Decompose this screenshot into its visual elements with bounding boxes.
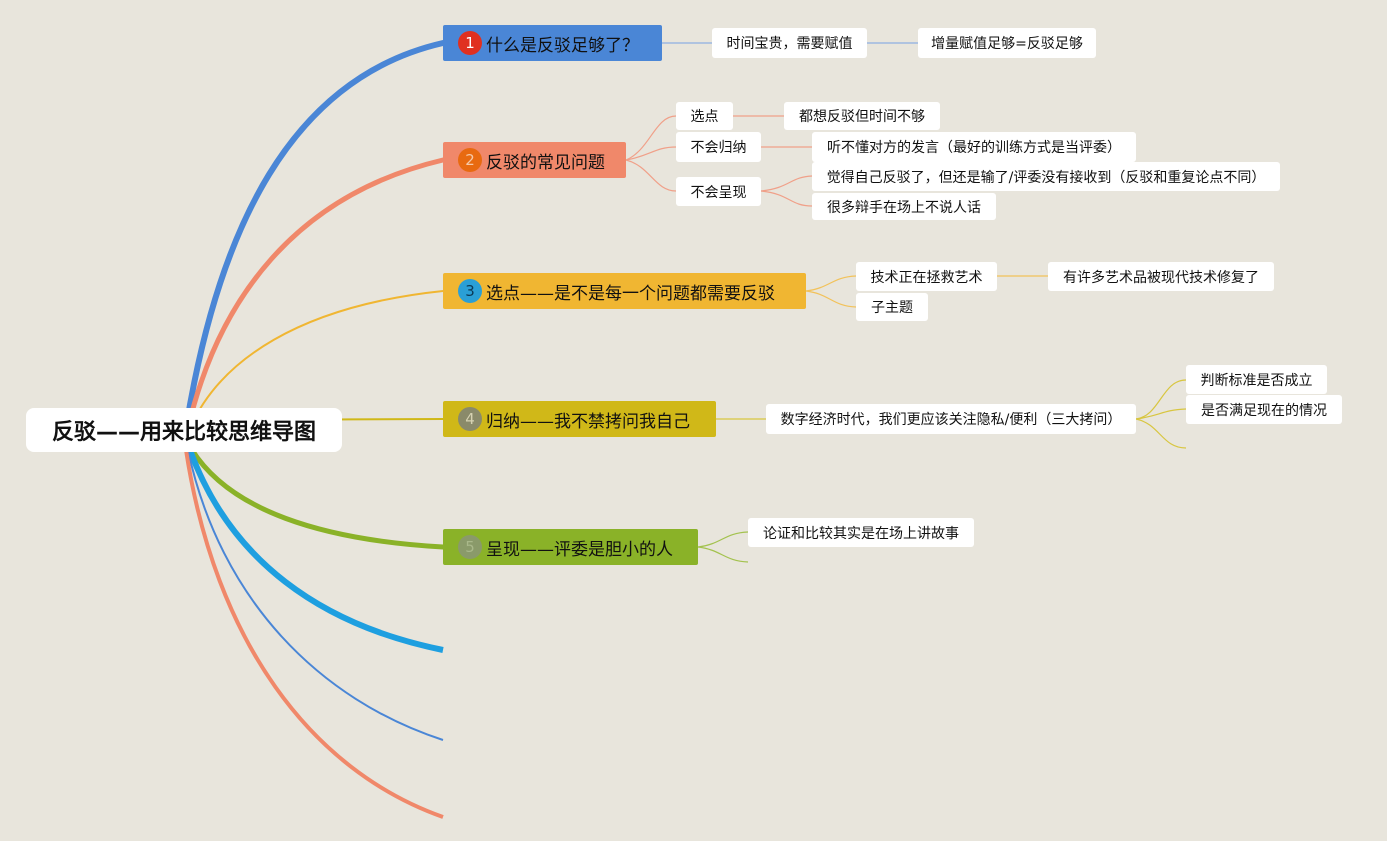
link-4-b	[1135, 379, 1187, 420]
topic-4-child-1-2[interactable]: 是否满足现在的情况	[1186, 395, 1342, 424]
topic-2[interactable]: 2 反驳的常见问题	[443, 142, 626, 178]
link-3-b	[805, 290, 857, 308]
topic-4-child-1[interactable]: 数字经济时代，我们更应该关注隐私/便利（三大拷问）	[766, 404, 1136, 434]
topic-3-child-2[interactable]: 子主题	[856, 293, 928, 321]
topic-3-label: 选点——是不是每一个问题都需要反驳	[486, 283, 775, 304]
link-2-a	[625, 115, 677, 161]
topic-2-label: 反驳的常见问题	[486, 152, 605, 173]
link-4-d	[1135, 418, 1187, 449]
branch-topic-1	[183, 40, 446, 431]
link-2-b	[625, 146, 677, 161]
link-2-f	[760, 175, 813, 192]
topic-1-child-1-1[interactable]: 增量赋值足够=反驳足够	[918, 28, 1096, 58]
branch-topic-3	[189, 290, 444, 429]
branch-extra-salmon	[184, 449, 444, 819]
link-5-b	[697, 546, 749, 563]
number-badge-icon: 1	[458, 31, 482, 55]
topic-5-label: 呈现——评委是胆小的人	[486, 539, 673, 560]
topic-2-child-2[interactable]: 不会归纳	[676, 132, 761, 162]
link-2-g	[760, 190, 813, 207]
topic-1-label: 什么是反驳足够了？	[486, 35, 639, 56]
topic-2-child-1-1[interactable]: 都想反驳但时间不够	[784, 102, 940, 130]
branch-extra-thin-blue	[187, 449, 444, 741]
topic-2-child-3-1[interactable]: 觉得自己反驳了，但还是输了/评委没有接收到（反驳和重复论点不同）	[812, 162, 1280, 191]
link-5-a	[697, 531, 749, 548]
topic-1[interactable]: 1 什么是反驳足够了？	[443, 25, 662, 61]
root-topic[interactable]: 反驳——用来比较思维导图	[26, 408, 342, 452]
branch-extra-blue	[187, 448, 444, 653]
topic-3-child-1[interactable]: 技术正在拯救艺术	[856, 262, 997, 291]
number-badge-icon: 5	[458, 535, 482, 559]
topic-5[interactable]: 5 呈现——评委是胆小的人	[443, 529, 698, 565]
link-2-c	[625, 159, 677, 192]
topic-2-child-3[interactable]: 不会呈现	[676, 177, 761, 206]
link-3-a	[805, 275, 857, 292]
topic-4[interactable]: 4 归纳——我不禁拷问我自己	[443, 401, 716, 437]
number-badge-icon: 2	[458, 148, 482, 172]
branch-topic-2	[185, 157, 446, 431]
topic-2-child-3-2[interactable]: 很多辩手在场上不说人话	[812, 193, 996, 220]
number-badge-icon: 3	[458, 279, 482, 303]
number-badge-icon: 4	[458, 407, 482, 431]
topic-5-child-1[interactable]: 论证和比较其实是在场上讲故事	[748, 518, 974, 547]
topic-3-child-1-1[interactable]: 有许多艺术品被现代技术修复了	[1048, 262, 1274, 291]
topic-2-child-2-1[interactable]: 听不懂对方的发言（最好的训练方式是当评委）	[812, 132, 1136, 162]
topic-1-child-1[interactable]: 时间宝贵，需要赋值	[712, 28, 867, 58]
topic-2-child-1[interactable]: 选点	[676, 102, 733, 130]
link-4-c	[1135, 408, 1187, 420]
topic-4-child-1-1[interactable]: 判断标准是否成立	[1186, 365, 1327, 394]
branch-topic-5	[189, 447, 446, 550]
topic-3[interactable]: 3 选点——是不是每一个问题都需要反驳	[443, 273, 806, 309]
topic-4-label: 归纳——我不禁拷问我自己	[486, 411, 690, 432]
